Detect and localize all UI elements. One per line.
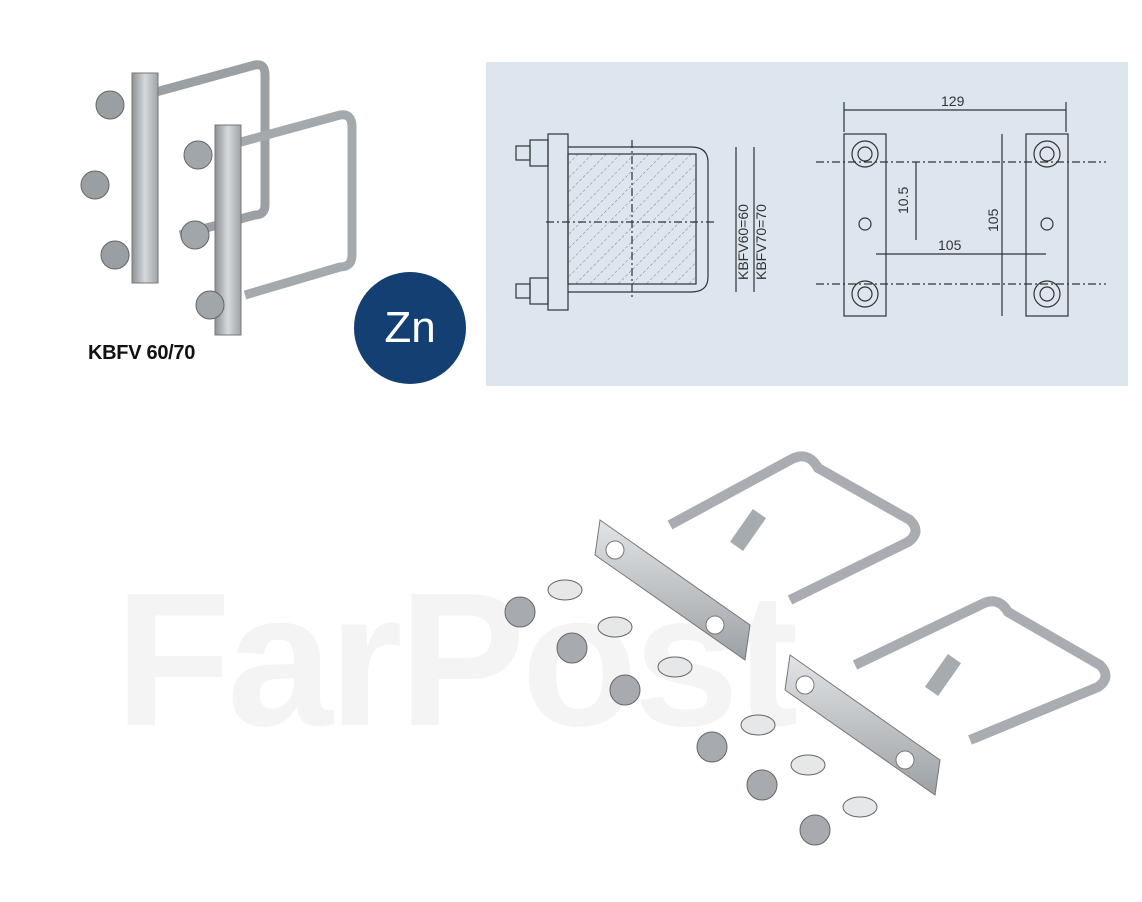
zinc-badge: Zn xyxy=(354,272,466,384)
technical-drawing-panel: KBFV60=60 KBFV70=70 129 10.5 105 105 xyxy=(486,62,1128,386)
dim-overall-width: 129 xyxy=(941,93,965,109)
kbfv60-label: KBFV60=60 xyxy=(735,204,751,280)
front-view xyxy=(816,102,1106,317)
parts-photo xyxy=(490,440,1120,860)
dim-hole-spacing-vertical: 105 xyxy=(985,208,1001,232)
dim-offset: 10.5 xyxy=(895,187,911,214)
product-photo xyxy=(70,55,390,345)
side-view xyxy=(515,133,755,311)
technical-drawing: KBFV60=60 KBFV70=70 129 10.5 105 105 xyxy=(515,93,1106,317)
kbfv70-label: KBFV70=70 xyxy=(753,204,769,280)
product-title: KBFV 60/70 xyxy=(88,342,196,364)
dim-hole-spacing-horizontal: 105 xyxy=(938,237,962,253)
